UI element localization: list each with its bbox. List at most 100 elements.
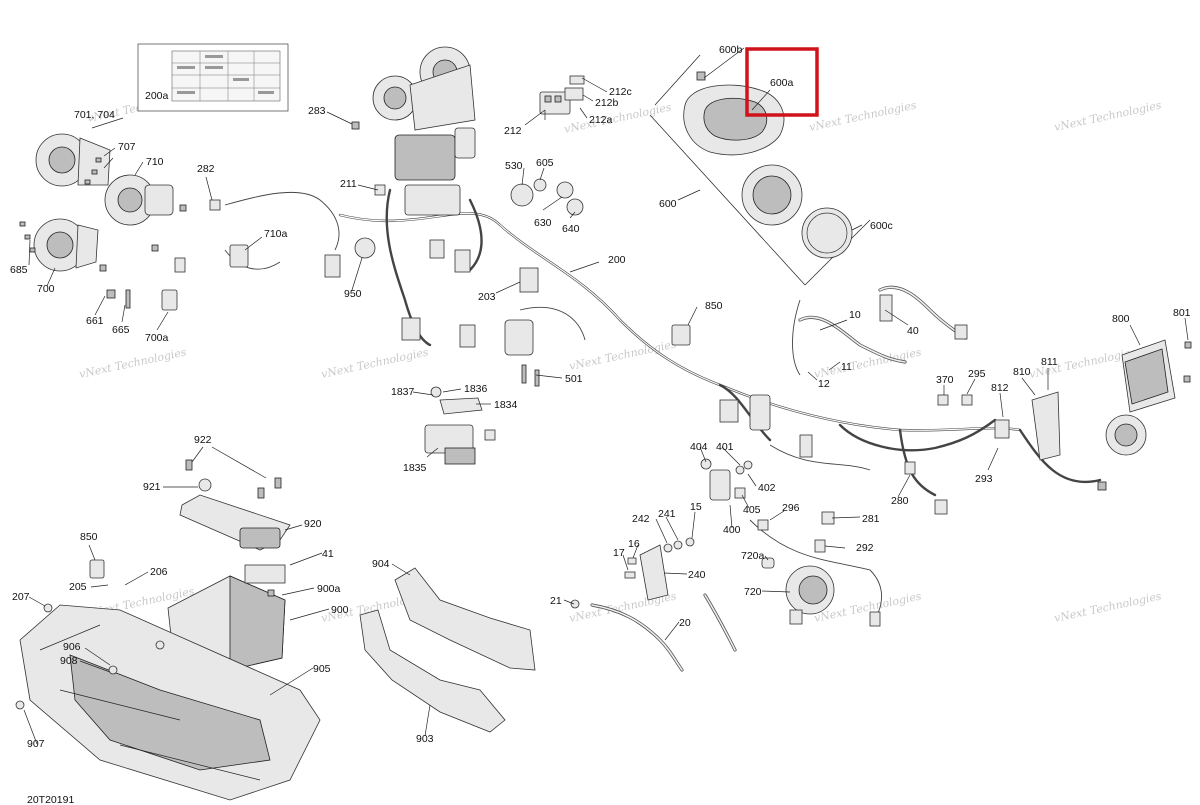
callout-label: 707	[118, 141, 136, 153]
callout-label: 605	[536, 157, 554, 169]
callout-label: 242	[632, 513, 650, 525]
voltage-regulator-area	[879, 294, 1192, 491]
callout-label: 20	[679, 617, 691, 629]
callout-label: 280	[891, 495, 909, 507]
callout-label: 600c	[870, 220, 893, 232]
highlight-box	[745, 47, 819, 117]
callout-label: 40	[907, 325, 919, 337]
callout-label: 630	[534, 217, 552, 229]
headlight	[761, 557, 881, 627]
callout-label: 21	[550, 595, 562, 607]
callout-label: 12	[818, 378, 830, 390]
relay-block	[539, 75, 585, 115]
callout-label: 206	[150, 566, 168, 578]
watermark: vNext Technologies	[808, 98, 918, 134]
callout-label: 720a	[741, 550, 765, 562]
callout-label: 908	[60, 655, 78, 667]
callout-label: 282	[197, 163, 215, 175]
callout-label: 600a	[770, 77, 794, 89]
callout-label: 293	[975, 473, 993, 485]
callout-label: 700	[37, 283, 55, 295]
callout-label: 405	[743, 504, 761, 516]
callout-label: 281	[862, 513, 880, 525]
watermark: vNext Technologies	[320, 345, 430, 381]
callout-label: 200a	[145, 90, 169, 102]
watermark: vNext Technologies	[78, 345, 188, 381]
callout-label: 907	[27, 738, 45, 750]
callout-label: 295	[968, 368, 986, 380]
callout-label: 203	[478, 291, 496, 303]
callout-label: 402	[758, 482, 776, 494]
callout-label: 212a	[589, 114, 613, 126]
callout-label: 903	[416, 733, 434, 745]
callout-label: 212b	[595, 97, 619, 109]
callout-label: 800	[1112, 313, 1130, 325]
callout-label: 205	[69, 581, 87, 593]
callout-label: 1834	[494, 399, 518, 411]
callout-label: 850	[80, 531, 98, 543]
callout-label: 296	[782, 502, 800, 514]
callout-label: 600b	[719, 44, 743, 56]
callout-label: 920	[304, 518, 322, 530]
throttle-body-cluster	[324, 46, 476, 348]
callout-label: 501	[565, 373, 583, 385]
callout-label: 720	[744, 586, 762, 598]
callout-label: 1836	[464, 383, 488, 395]
callout-label: 1835	[403, 462, 427, 474]
callout-label: 810	[1013, 366, 1031, 378]
watermark: vNext Technologies	[1053, 589, 1163, 625]
callout-label: 41	[322, 548, 334, 560]
callout-label: 900	[331, 604, 349, 616]
callout-label: 212c	[609, 86, 632, 98]
callout-label: 370	[936, 374, 954, 386]
battery-tray	[15, 603, 321, 801]
callout-label: 17	[613, 547, 625, 559]
callout-label: 922	[194, 434, 212, 446]
callout-label: 400	[723, 524, 741, 536]
callout-label: 900a	[317, 583, 341, 595]
callout-label: 801	[1173, 307, 1191, 319]
callout-label: 665	[112, 324, 130, 336]
callout-labels: 200a 701, 704 707 710 685 700 661 665 70…	[10, 44, 1191, 750]
light-bracket	[570, 537, 695, 609]
callout-label: 600	[659, 198, 677, 210]
heat-shields	[359, 567, 536, 733]
callout-label: 10	[849, 309, 861, 321]
callout-label: 905	[313, 663, 331, 675]
callout-label: 904	[372, 558, 390, 570]
callout-label: 404	[690, 441, 708, 453]
callout-label: 241	[658, 508, 676, 520]
callout-label: 950	[344, 288, 362, 300]
sensor-parts	[510, 178, 584, 216]
callout-label: 661	[86, 315, 104, 327]
callout-label: 685	[10, 264, 28, 276]
callout-label: 701, 704	[74, 109, 115, 121]
callout-label: 15	[690, 501, 702, 513]
callout-label: 530	[505, 160, 523, 172]
gauge-assembly	[649, 54, 871, 286]
callout-label: 906	[63, 641, 81, 653]
figure-id: 20T20191	[27, 794, 74, 805]
callout-label: 850	[705, 300, 723, 312]
callout-label: 921	[143, 481, 161, 493]
callout-label: 207	[12, 591, 30, 603]
leader-lines	[23, 47, 1189, 745]
callout-label: 212	[504, 125, 522, 137]
rear-bracket-assembly	[424, 386, 496, 465]
callout-label: 16	[628, 538, 640, 550]
callout-label: 811	[1041, 356, 1058, 368]
callout-label: 200	[608, 254, 626, 266]
callout-label: 292	[856, 542, 874, 554]
callout-label: 710	[146, 156, 164, 168]
callout-label: 700a	[145, 332, 169, 344]
callout-label: 240	[688, 569, 706, 581]
callout-label: 11	[841, 361, 852, 373]
watermark: vNext Technologies	[1053, 98, 1163, 134]
callout-label: 401	[716, 441, 734, 453]
callout-label: 812	[991, 382, 1009, 394]
fan-motor-assemblies	[19, 133, 249, 311]
callout-label: 283	[308, 105, 326, 117]
callout-label: 640	[562, 223, 580, 235]
label-sticker	[137, 43, 289, 112]
